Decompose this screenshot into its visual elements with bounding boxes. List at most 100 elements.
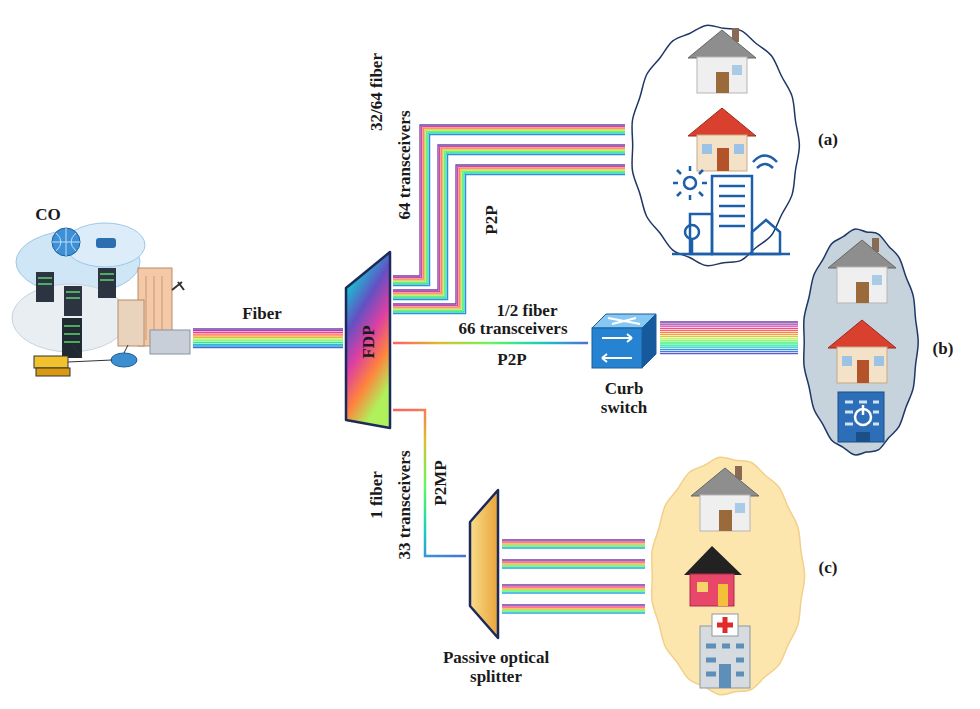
fiber-strand — [193, 339, 343, 340]
fiber-count-label: 33 transceivers — [395, 450, 414, 559]
illustration-part — [38, 274, 114, 342]
fiber-strand — [393, 171, 625, 310]
illustration-part — [828, 238, 896, 303]
premises-cloud: (a) — [625, 18, 805, 273]
text-holder: 66 transceivers — [458, 320, 567, 339]
fiber-strand — [660, 332, 798, 333]
illustration-part — [602, 318, 640, 362]
cloud-shape — [804, 229, 918, 455]
fiber-strand — [393, 125, 625, 276]
illustration-part — [690, 574, 734, 606]
fiber-strand — [193, 328, 343, 329]
fiber-strand — [502, 563, 645, 564]
fiber-strand — [193, 345, 343, 346]
illustration-part — [838, 392, 884, 442]
illustration-part — [688, 108, 756, 171]
text-holder: 33 transceivers — [396, 450, 415, 559]
illustration-part — [718, 584, 728, 606]
premises-cloud-outline — [798, 222, 923, 462]
fdp-shape — [346, 252, 390, 428]
illustration-part — [856, 432, 870, 442]
illustration-part — [118, 300, 144, 346]
fiber-strand — [660, 353, 798, 354]
fiber-strand — [660, 328, 798, 329]
illustration-part — [684, 546, 742, 575]
text-holder: Fiber — [242, 305, 282, 324]
fiber-strand — [660, 340, 798, 341]
fiber-strand — [502, 588, 645, 589]
fiber-strand — [502, 541, 645, 542]
link-type-label: Fiber — [242, 304, 282, 323]
fiber-strand — [393, 175, 625, 314]
cloud-a-icons — [672, 28, 790, 254]
illustration-part — [828, 320, 896, 383]
fiber-strand — [502, 586, 645, 587]
fiber-strand — [193, 342, 343, 343]
fiber-strand — [660, 321, 798, 322]
fiber-strand — [393, 173, 625, 312]
illustration-part — [855, 409, 871, 425]
fiber-strand — [393, 147, 625, 292]
illustration-part — [690, 214, 712, 254]
text-holder: 1 fiber — [368, 471, 387, 519]
optical-splitter-outline — [466, 488, 502, 640]
fiber-strand — [502, 561, 645, 562]
optical-splitter: Passive optical splitter — [466, 488, 502, 640]
fiber-strand — [502, 539, 645, 540]
text-holder: CO — [35, 206, 61, 225]
fiber-strand — [393, 170, 625, 309]
text-holder: P2MP — [432, 460, 451, 505]
illustration-part — [712, 176, 752, 254]
node-label: Curb switch — [601, 379, 647, 417]
illustration-part — [706, 646, 744, 674]
fiber-strand — [660, 347, 798, 348]
illustration-part — [672, 156, 790, 255]
fiber-strand — [502, 590, 645, 591]
illustration-part — [753, 156, 777, 169]
switch-icon — [592, 314, 656, 368]
cloud-shape — [632, 25, 799, 265]
node-label: (b) — [933, 339, 954, 358]
curb-switch-outline — [588, 306, 660, 376]
fiber-strand — [393, 130, 625, 281]
illustration-part — [685, 225, 699, 239]
fiber-connector — [502, 540, 645, 613]
fiber-strand — [393, 151, 625, 296]
text-holder: P2P — [483, 205, 502, 234]
fiber-connector — [393, 343, 588, 344]
fiber-strand — [393, 128, 625, 279]
illustration-part — [16, 230, 140, 294]
illustration-part — [752, 220, 780, 254]
illustration-part — [36, 272, 54, 302]
fiber-strand — [502, 606, 645, 607]
link-type-label: P2P — [482, 205, 501, 234]
fiber-strand — [502, 567, 645, 568]
cloud-c-icons — [684, 466, 759, 688]
illustration-part — [673, 166, 707, 200]
fiber-count-label: 32/64 fiber — [367, 53, 386, 131]
illustration-part — [68, 345, 128, 362]
central-office-outline — [8, 200, 193, 390]
fiber-strand — [660, 336, 798, 337]
fiber-strand — [393, 155, 625, 300]
fiber-strand — [660, 351, 798, 352]
fiber-count-label: 1/2 fiber — [497, 301, 558, 320]
cloud-shape — [652, 457, 805, 695]
illustration-part — [12, 284, 128, 352]
fiber-count-label: 66 transceivers — [458, 319, 567, 338]
cloud-b-icons — [828, 238, 896, 442]
fiber-strand — [502, 584, 645, 585]
text-holder: (a) — [818, 131, 838, 150]
illustration-part — [697, 582, 708, 592]
illustration-part — [642, 314, 656, 368]
text-holder: 64 transceivers — [396, 110, 415, 219]
fiber-strand — [660, 326, 798, 327]
illustration-part — [65, 223, 145, 267]
splitter-shape — [470, 490, 498, 638]
fiber-strand — [502, 543, 645, 544]
illustration-part — [34, 356, 68, 368]
illustration-part — [52, 228, 80, 256]
curb-switch: Curb switch — [588, 306, 660, 376]
